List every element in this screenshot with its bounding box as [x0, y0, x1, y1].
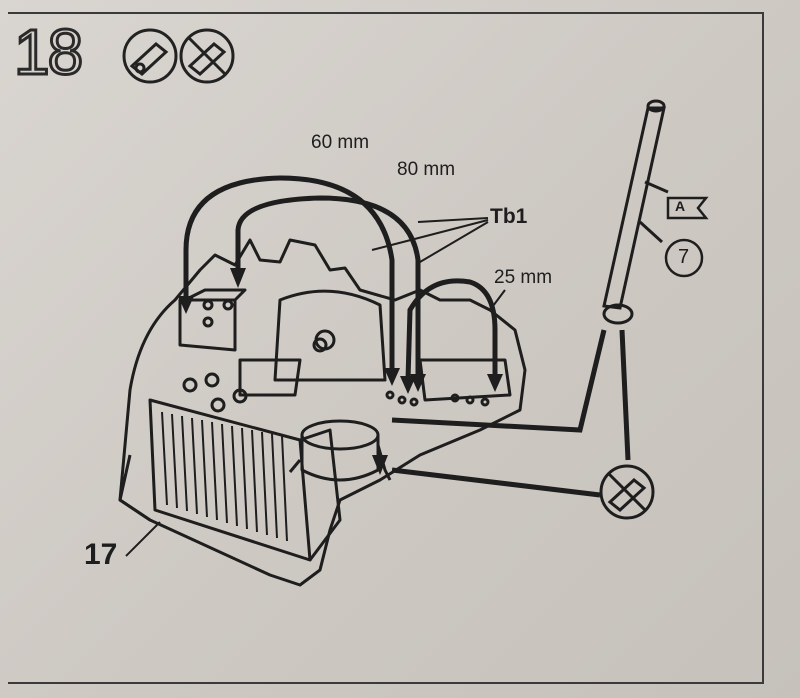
wire-80mm	[235, 195, 421, 380]
dimension-60mm: 60 mm	[311, 132, 370, 153]
part-7-callout	[664, 238, 704, 278]
pointer-lines	[391, 329, 631, 498]
wire-25mm	[405, 278, 498, 381]
glue-icon	[122, 28, 178, 84]
step-panel-border	[8, 12, 764, 684]
dimension-80mm: 80 mm	[397, 159, 456, 180]
wire-60mm	[183, 175, 395, 370]
rod-part	[602, 99, 669, 325]
part-number-17: 17	[84, 538, 118, 571]
part-letter-a: A	[675, 198, 686, 214]
tb1-leaders	[371, 217, 506, 311]
part-a-flag	[666, 196, 709, 220]
part-17-leader	[125, 521, 161, 557]
radiator-grille	[161, 411, 288, 542]
no-glue-icon-small	[599, 464, 655, 520]
dimension-25mm: 25 mm	[494, 267, 553, 288]
wire-label-tb1: Tb1	[490, 205, 528, 228]
step-number: 18	[12, 16, 84, 88]
wire-arrowheads	[178, 268, 503, 475]
no-glue-icon	[179, 28, 235, 84]
engine-body	[118, 238, 527, 587]
part-number-7: 7	[678, 246, 690, 268]
